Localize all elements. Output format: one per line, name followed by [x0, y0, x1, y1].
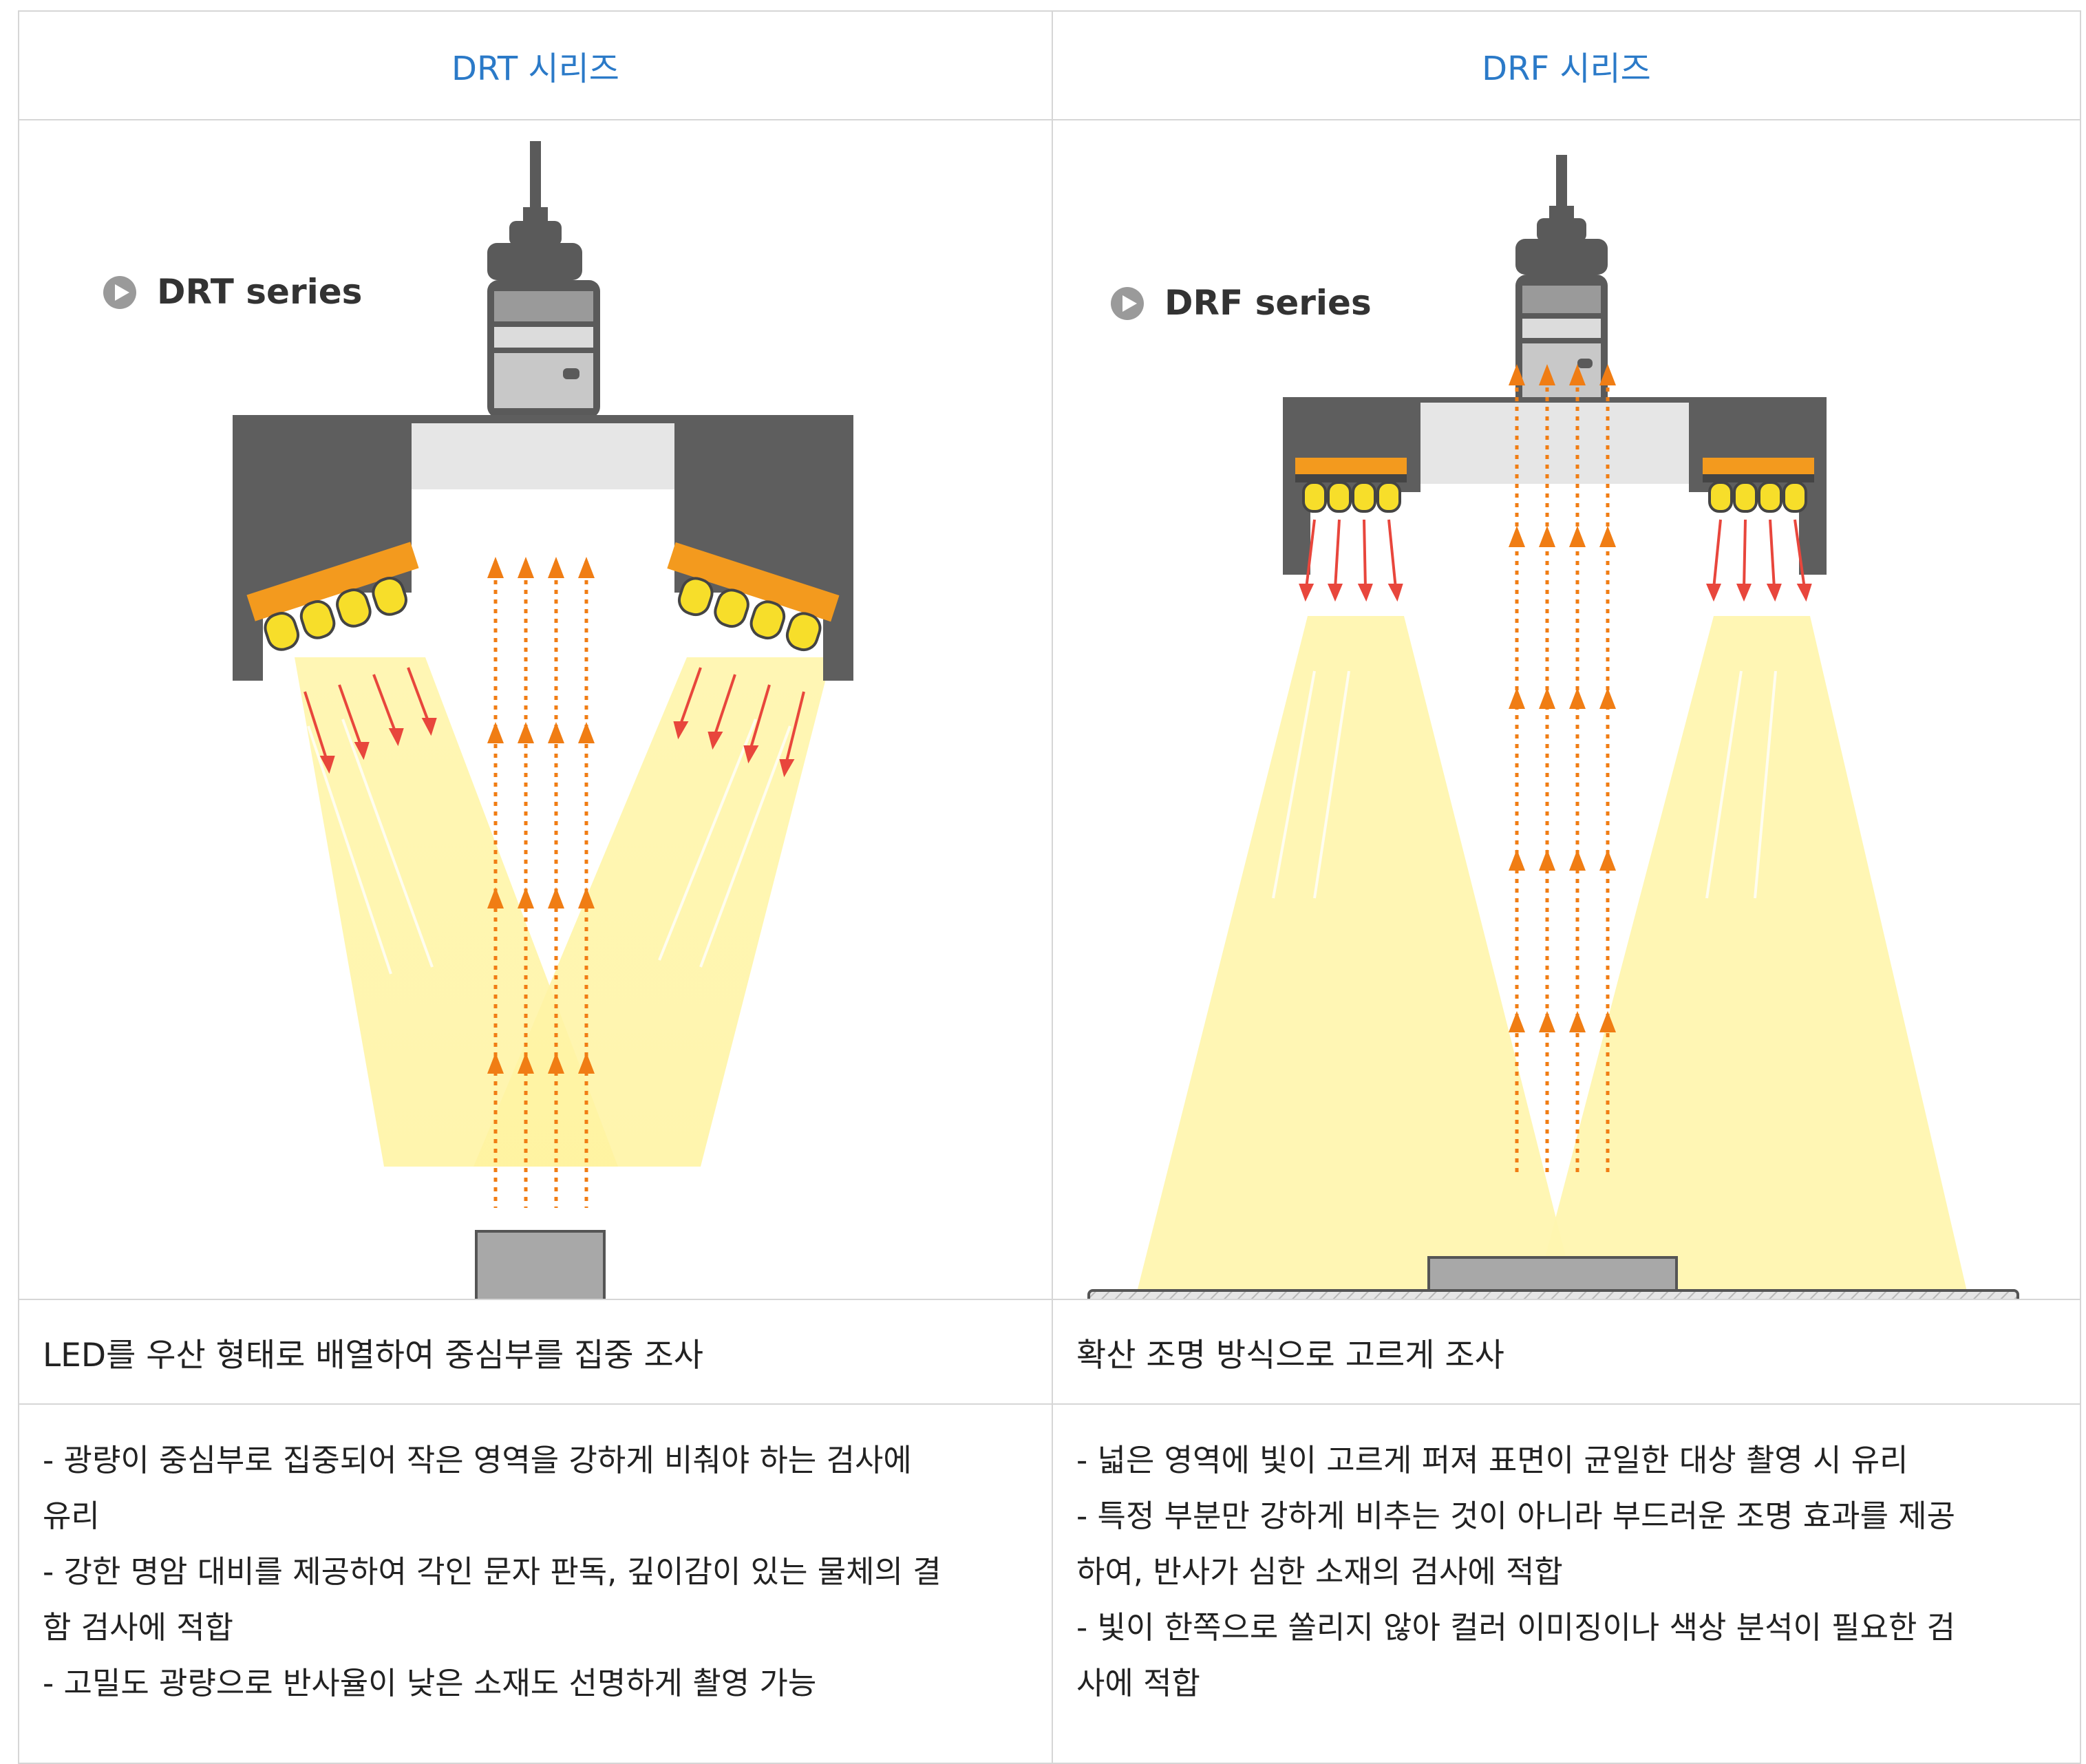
detail-line: 하여, 반사가 심한 소재의 검사에 적합	[1076, 1553, 1563, 1590]
comparison-table: DRT 시리즈 DRF 시리즈	[18, 10, 2081, 1764]
drf-emission-arrows	[1299, 519, 1812, 602]
drf-series-label: DRF series	[1111, 283, 1372, 323]
header-row: DRT 시리즈 DRF 시리즈	[18, 10, 2081, 120]
drt-housing	[233, 415, 853, 681]
drt-target-object	[475, 1230, 606, 1299]
camera	[1515, 155, 1608, 410]
drt-series-label: DRT series	[103, 272, 362, 312]
drf-summary: 확산 조명 방식으로 고르게 조사	[1052, 1299, 2081, 1405]
camera	[487, 141, 600, 418]
drf-reflection-arrows	[1509, 364, 1616, 1173]
figure-row: DRT series	[18, 119, 2081, 1300]
detail-line: 유리	[43, 1498, 100, 1534]
drt-details: - 광량이 중심부로 집중되어 작은 영역을 강하게 비춰야 하는 검사에 유리…	[18, 1403, 1053, 1764]
drf-light-beams	[1136, 616, 1968, 1297]
drf-details: - 넓은 영역에 빛이 고르게 퍼져 표면이 균일한 대상 촬영 시 유리 - …	[1052, 1403, 2081, 1764]
drf-header: DRF 시리즈	[1052, 10, 2081, 120]
detail-line: - 빛이 한쪽으로 쏠리지 않아 컬러 이미징이나 색상 분석이 필요한 검	[1076, 1609, 1956, 1646]
drf-figure-cell: DRF series	[1052, 119, 2081, 1300]
drt-figure-cell: DRT series	[18, 119, 1053, 1300]
detail-line: 사에 적합	[1076, 1665, 1200, 1701]
drt-header: DRT 시리즈	[18, 10, 1053, 120]
drt-series-text: DRT series	[157, 272, 362, 312]
summary-row: LED를 우산 형태로 배열하여 중심부를 집중 조사 확산 조명 방식으로 고…	[18, 1299, 2081, 1405]
drf-diagram: DRF series	[1087, 155, 2019, 1299]
drf-target-object	[1427, 1256, 1678, 1295]
detail-line: - 강한 명암 대비를 제공하여 각인 문자 판독, 깊이감이 있는 물체의 결	[43, 1553, 941, 1590]
details-row: - 광량이 중심부로 집중되어 작은 영역을 강하게 비춰야 하는 검사에 유리…	[18, 1403, 2081, 1764]
detail-line: - 광량이 중심부로 집중되어 작은 영역을 강하게 비춰야 하는 검사에	[43, 1442, 912, 1478]
detail-line: 함 검사에 적합	[43, 1609, 234, 1646]
drt-led-left	[246, 542, 419, 651]
detail-line: - 넓은 영역에 빛이 고르게 퍼져 표면이 균일한 대상 촬영 시 유리	[1076, 1442, 1908, 1478]
drt-reflection-arrows	[487, 557, 595, 1208]
drf-series-text: DRF series	[1164, 283, 1372, 323]
drf-led-right	[1703, 458, 1814, 513]
detail-line: - 고밀도 광량으로 반사율이 낮은 소재도 선명하게 촬영 가능	[43, 1665, 817, 1701]
drt-light-beams	[295, 657, 831, 1167]
drf-led-left	[1295, 458, 1407, 513]
drt-diagram: DRT series	[103, 141, 853, 1299]
drf-stage	[1087, 1289, 2019, 1299]
drt-summary: LED를 우산 형태로 배열하여 중심부를 집중 조사	[18, 1299, 1053, 1405]
drt-emission-arrows	[304, 667, 805, 778]
detail-line: - 특정 부분만 강하게 비추는 것이 아니라 부드러운 조명 효과를 제공	[1076, 1498, 1956, 1534]
drt-led-right	[667, 542, 840, 652]
